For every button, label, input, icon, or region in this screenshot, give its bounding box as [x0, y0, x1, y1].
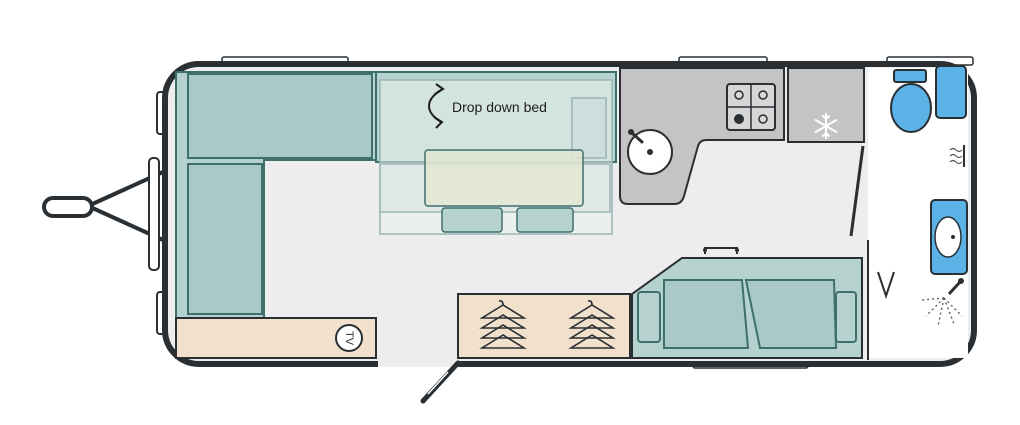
side-sofa: [631, 247, 863, 359]
sink-icon: [627, 129, 673, 175]
shower-icon: [877, 271, 964, 327]
bathroom-cabinet: [935, 65, 967, 119]
fridge-unit: [787, 67, 865, 143]
entrance-door: [378, 359, 461, 404]
double-arrow-icon: [428, 83, 445, 129]
hanger-icon: [568, 300, 616, 349]
dinette: [424, 149, 584, 233]
bathroom: [849, 65, 968, 360]
tv-icon: TV: [335, 324, 363, 352]
heater-icon: [949, 145, 965, 167]
hob-icon: [726, 83, 776, 131]
drop-down-bed-label: Drop down bed: [452, 99, 547, 115]
tow-hitch: [42, 170, 164, 242]
wardrobe: [457, 293, 631, 359]
toilet-icon: [890, 69, 932, 133]
fridge-snowflake-icon: [814, 113, 838, 139]
washbasin-icon: [930, 199, 968, 275]
hanger-icon: [479, 300, 527, 349]
tv-label: TV: [343, 331, 355, 346]
front-lounge: [175, 71, 377, 359]
front-windows: [148, 91, 166, 335]
